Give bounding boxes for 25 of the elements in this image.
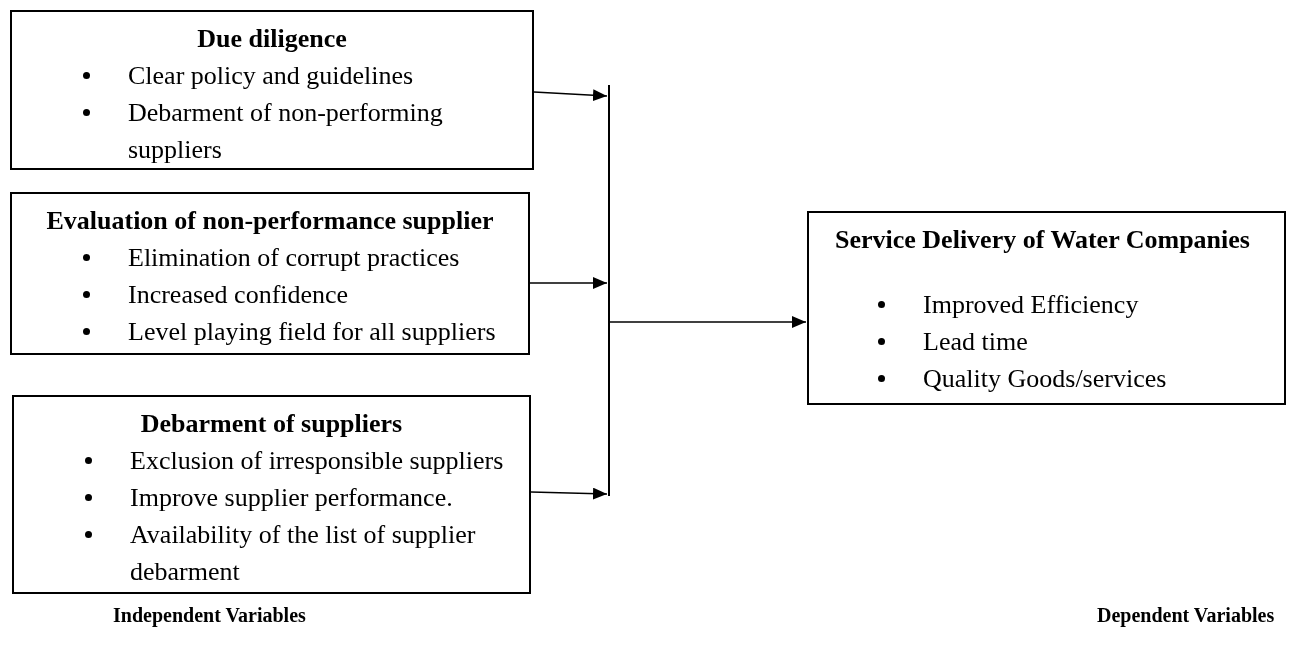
bullet-text: Lead time bbox=[923, 326, 1028, 358]
arrow bbox=[533, 89, 608, 102]
bullet-text: Availability of the list of supplier debarment bbox=[130, 519, 477, 588]
variable-box bbox=[12, 395, 531, 594]
bullet-text: Exclusion of irresponsible suppliers bbox=[130, 445, 504, 477]
bullet-text: Improve supplier performance. bbox=[130, 482, 453, 514]
axis-caption: Dependent Variables bbox=[1097, 603, 1275, 629]
arrow bbox=[609, 316, 807, 328]
axis-caption: Independent Variables bbox=[113, 603, 306, 629]
bullet-text: Quality Goods/services bbox=[923, 363, 1167, 395]
variable-box bbox=[10, 192, 530, 355]
bullet-text: Elimination of corrupt practices bbox=[128, 242, 460, 274]
bullet-text: Level playing field for all suppliers bbox=[128, 316, 496, 348]
arrow bbox=[529, 277, 608, 289]
variable-box bbox=[807, 211, 1286, 405]
box-heading: Debarment of suppliers bbox=[140, 409, 403, 438]
bullet-text: Debarment of non-performing suppliers bbox=[128, 97, 444, 166]
variable-box bbox=[10, 10, 534, 170]
box-heading: Due diligence bbox=[197, 24, 347, 53]
arrow bbox=[530, 487, 608, 500]
bullet-text: Increased confidence bbox=[128, 279, 349, 311]
box-heading: Evaluation of non-performance supplier bbox=[46, 206, 494, 235]
bullet-text: Clear policy and guidelines bbox=[128, 60, 414, 92]
box-heading: Service Delivery of Water Companies bbox=[835, 225, 1250, 254]
bullet-text: Improved Efficiency bbox=[923, 289, 1139, 321]
